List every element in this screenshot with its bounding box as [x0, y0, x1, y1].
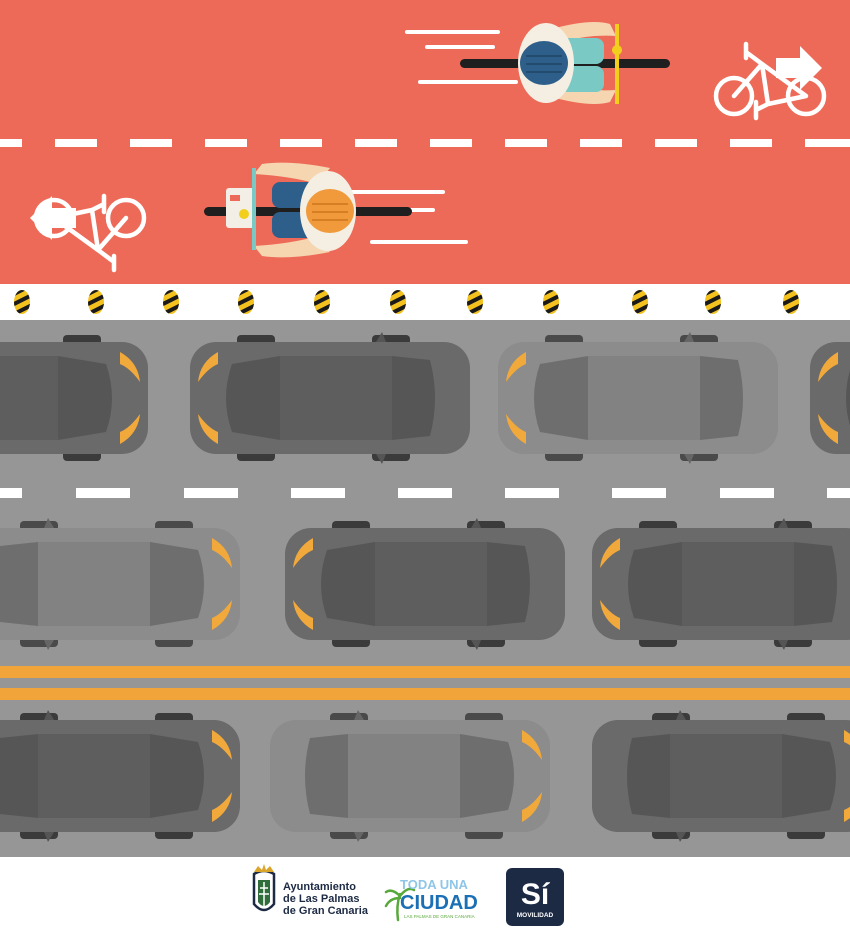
cyclist-icon: [405, 22, 670, 104]
ayuntamiento-line-3: de Gran Canaria: [283, 905, 369, 917]
coat-of-arms-icon: [252, 864, 276, 912]
si-mark: Sí: [521, 878, 551, 911]
cyclist-icon: [204, 162, 468, 258]
ayuntamiento-logo: Ayuntamiento de Las Palmas de Gran Canar…: [252, 864, 369, 917]
ayuntamiento-line-1: Ayuntamiento: [283, 881, 356, 893]
arrow-right-icon: [776, 46, 822, 90]
car-icon: [285, 518, 565, 650]
car-icon: [0, 710, 240, 842]
median-line: [0, 666, 850, 700]
ciudad-text: CIUDAD: [400, 892, 478, 914]
car-icon: [592, 518, 850, 650]
si-movilidad-subtitle: MOVILIDAD: [517, 912, 554, 919]
toda-una-ciudad-logo: TODA UNA CIUDAD LAS PALMAS DE GRAN CANAR…: [384, 877, 478, 922]
car-icon: [190, 332, 470, 464]
car-icon: [810, 332, 850, 464]
palm-icon: [384, 887, 416, 922]
car-icon: [498, 332, 778, 464]
footer: [0, 857, 850, 946]
ayuntamiento-line-2: de Las Palmas: [283, 893, 359, 905]
bike-lane-divider: [0, 139, 850, 147]
car-icon: [0, 518, 240, 650]
bollard-strip: [0, 284, 850, 320]
car-icon: [0, 332, 148, 464]
car-icon: [592, 710, 850, 842]
si-movilidad-logo: Sí MOVILIDAD: [506, 868, 564, 926]
toda-una-ciudad-subtitle: LAS PALMAS DE GRAN CANARIA: [404, 914, 475, 919]
lane-divider: [0, 488, 850, 498]
car-icon: [270, 710, 550, 842]
toda-una-text: TODA UNA: [400, 877, 469, 892]
